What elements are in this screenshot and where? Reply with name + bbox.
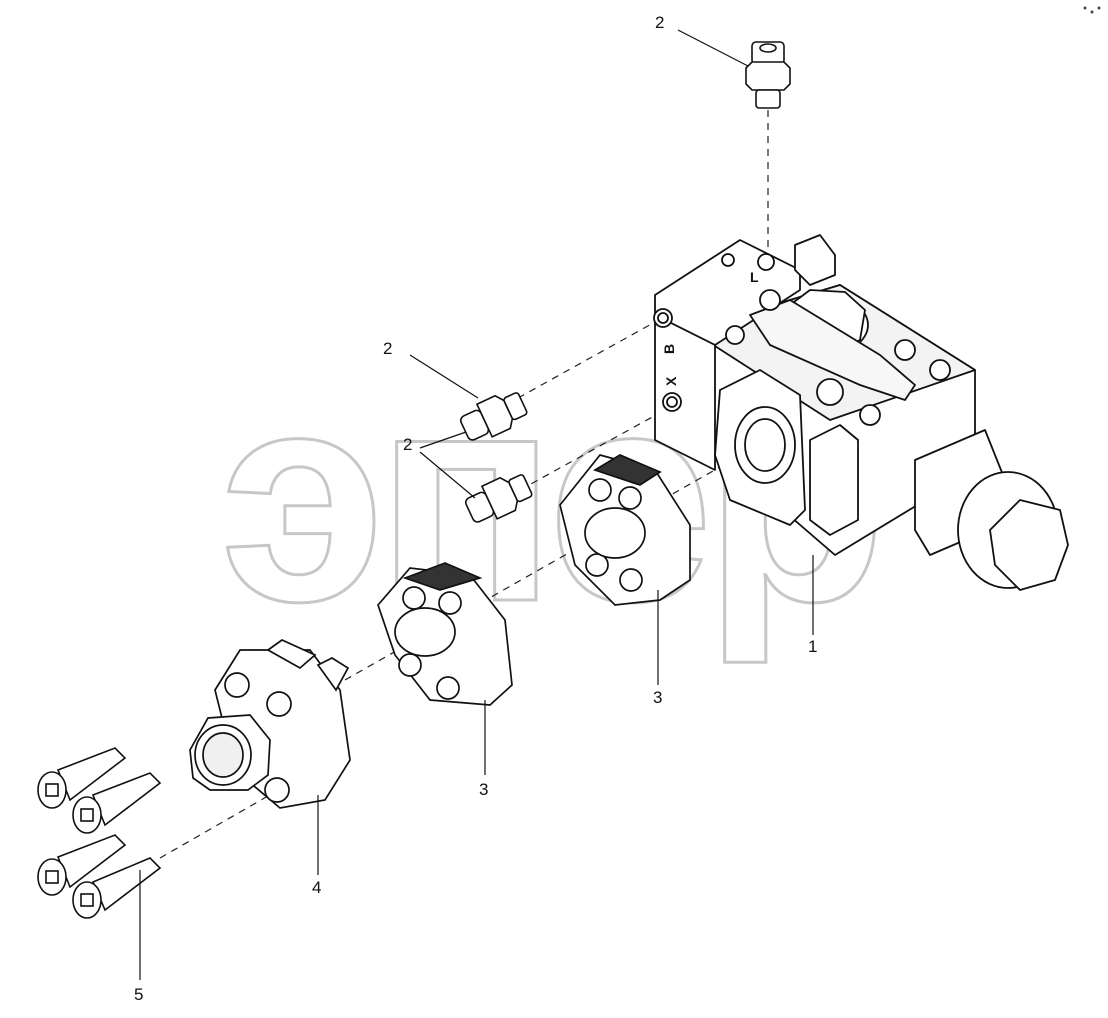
- port-l-label: L: [750, 269, 759, 285]
- callout-4-adapter: 4: [312, 878, 321, 897]
- valve-body-port-face: [654, 314, 716, 471]
- outlet-hex-cap: [989, 499, 1069, 591]
- lever-arm: [749, 299, 916, 401]
- port-l-hole: [757, 253, 775, 271]
- assembly-line-port-x: [519, 409, 666, 491]
- callouts: 2 2 2 1 3 3 4 5: [134, 13, 817, 1004]
- port-labels: L B X: [661, 269, 759, 386]
- callout-2-top: 2: [655, 13, 664, 32]
- callout-2-port-b: 2: [383, 339, 392, 358]
- split-flange-lower: [377, 562, 513, 706]
- socket-screw: [37, 834, 127, 896]
- leader-lines: [139, 29, 814, 980]
- assembly-line-port-b: [517, 321, 656, 399]
- callout-3-lower: 3: [479, 780, 488, 799]
- assembly-line-screws: [159, 791, 276, 859]
- main-port-bore: [744, 418, 786, 472]
- socket-screw: [37, 747, 127, 809]
- socket-screw: [72, 857, 162, 919]
- fitting-top: [745, 41, 791, 109]
- callout-2-port-x: 2: [403, 435, 412, 454]
- fitting-port-b: [459, 392, 528, 441]
- assembly-lines: [159, 110, 769, 859]
- split-flange-upper: [559, 454, 691, 606]
- valve-body: [653, 234, 1069, 591]
- flange-adapter: [189, 639, 351, 809]
- port-x-label: X: [663, 376, 679, 386]
- callout-3-upper: 3: [653, 688, 662, 707]
- top-screw-icon: [725, 325, 745, 345]
- lever-pivot: [759, 289, 781, 311]
- plug-icon: [721, 253, 735, 267]
- side-plug: [794, 234, 836, 286]
- port-b-label: B: [661, 344, 677, 354]
- fitting-port-x: [464, 474, 533, 523]
- callout-1-valve: 1: [808, 637, 817, 656]
- callout-5-screws: 5: [134, 985, 143, 1004]
- screw-set: [37, 747, 162, 919]
- corner-mark: [1083, 6, 1101, 14]
- socket-screw: [72, 772, 162, 834]
- name-plate: [809, 424, 859, 536]
